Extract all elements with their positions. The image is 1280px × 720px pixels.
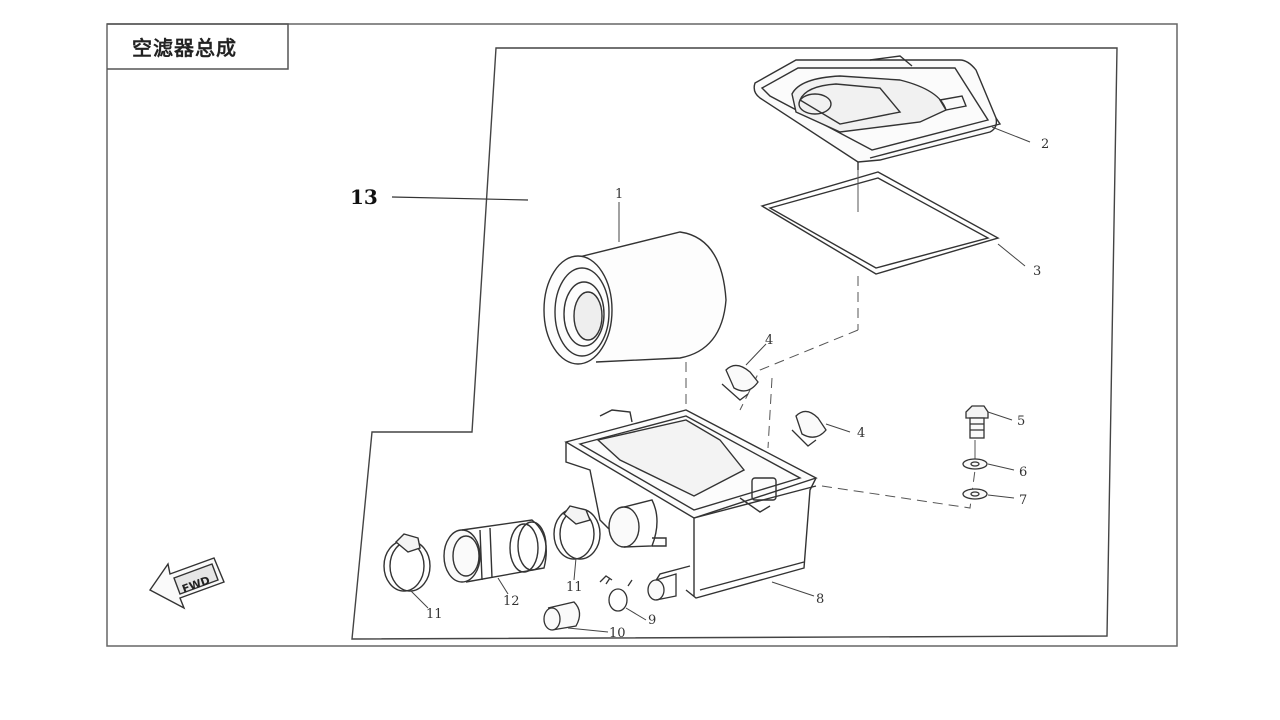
- callout-5: 5: [1017, 414, 1025, 429]
- part-bolt: [965, 405, 989, 439]
- part-clamp-right: [553, 505, 601, 560]
- fwd-arrow-icon: [148, 557, 225, 610]
- part-clamp-left: [383, 533, 431, 592]
- callout-4b: 4: [857, 426, 865, 441]
- callout-13: 13: [350, 185, 378, 209]
- assembly-lines: [685, 170, 976, 509]
- callout-12: 12: [503, 594, 520, 609]
- leader-7: [987, 494, 1015, 499]
- leader-4a: [745, 343, 767, 366]
- callout-3: 3: [1033, 264, 1041, 279]
- callout-4a: 4: [765, 333, 773, 348]
- part-spring-clip: [599, 575, 633, 612]
- leader-13: [391, 196, 529, 201]
- part-filter-element: [543, 231, 727, 365]
- callout-9: 9: [648, 613, 656, 628]
- part-housing-inlet: [608, 499, 667, 548]
- callout-1: 1: [615, 187, 623, 202]
- part-drain-nipple: [647, 573, 677, 601]
- leader-8: [771, 581, 815, 597]
- leader-2: [991, 126, 1031, 143]
- leader-4b: [825, 423, 851, 433]
- callout-6: 6: [1019, 465, 1027, 480]
- part-drain-plug: [543, 601, 581, 631]
- diagram-title: 空滤器总成: [132, 36, 237, 60]
- leader-11b: [573, 557, 577, 581]
- part-intake-boot: [443, 519, 547, 583]
- part-washer-7: [962, 488, 988, 500]
- part-clip-upper: [721, 364, 759, 401]
- leader-9: [625, 607, 647, 621]
- part-gasket: [760, 171, 1000, 275]
- callout-7: 7: [1019, 493, 1027, 508]
- part-clip-lower: [791, 410, 827, 447]
- callout-2: 2: [1041, 137, 1049, 152]
- part-cover: [753, 55, 1002, 170]
- leader-3: [997, 243, 1026, 267]
- callout-11b: 11: [566, 580, 583, 595]
- callout-8: 8: [816, 592, 824, 607]
- leader-10: [567, 627, 609, 633]
- leader-12: [497, 577, 509, 595]
- callout-11a: 11: [426, 607, 443, 622]
- part-washer-6: [962, 458, 988, 470]
- part-housing: [564, 409, 818, 599]
- title-box: [107, 23, 289, 70]
- callout-10: 10: [609, 626, 626, 641]
- leader-6: [987, 463, 1015, 471]
- outer-border: [106, 23, 1178, 647]
- assembly-boundary: [351, 47, 1118, 640]
- leader-5: [987, 411, 1013, 421]
- leader-11a: [409, 589, 429, 609]
